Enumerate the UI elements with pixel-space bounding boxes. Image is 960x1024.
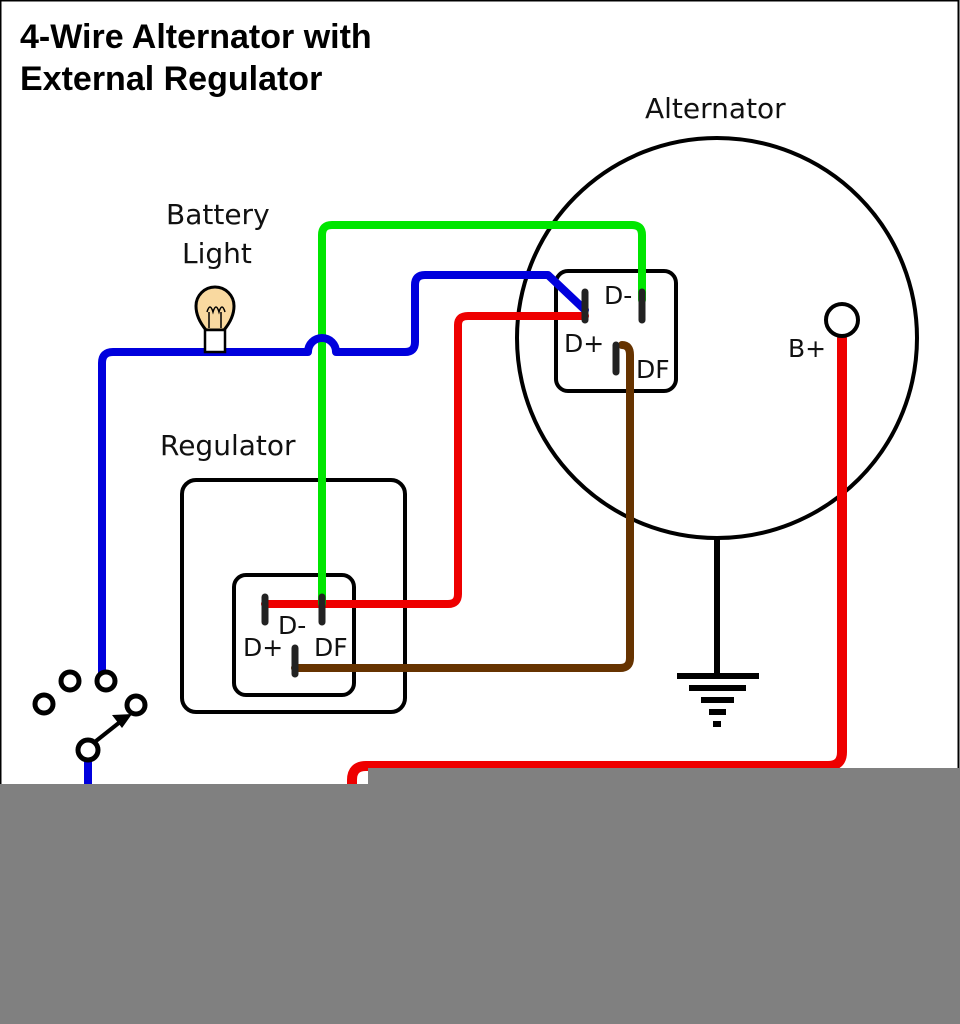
- alternator-d-minus-label: D-: [604, 281, 632, 310]
- alternator-label: Alternator: [645, 92, 786, 125]
- title-line-2: External Regulator: [20, 60, 322, 98]
- switch-contact-3: [94, 669, 118, 693]
- bulb-filament-icon: [206, 306, 226, 328]
- blue-wire: [98, 271, 589, 684]
- brown-wire: [291, 341, 634, 672]
- b-plus-wire: [347, 333, 847, 795]
- battery-light-label-line-1: Battery: [166, 198, 270, 231]
- switch-arrow-icon: [112, 714, 132, 728]
- ground-bar-5: [713, 721, 721, 727]
- ground-bar-1: [677, 673, 759, 679]
- bulb-base-icon: [203, 328, 227, 354]
- battery-light: Battery Light: [166, 198, 270, 354]
- regulator-pins: [261, 593, 326, 678]
- regulator-label: Regulator: [160, 429, 296, 462]
- occlusion-mask: [0, 784, 960, 1024]
- b-plus-terminal: [824, 302, 860, 338]
- switch-lever: [94, 720, 122, 743]
- switch-contact-4: [124, 693, 148, 717]
- ground-bar-3: [701, 697, 734, 703]
- ground-bar-4: [709, 709, 726, 715]
- regulator-body: [180, 478, 407, 714]
- ignition-switch: [32, 669, 148, 763]
- green-wire: [318, 221, 646, 608]
- regulator-d-plus-label: D+: [243, 633, 283, 662]
- red-wire: [261, 312, 589, 608]
- alternator-d-plus-label: D+: [564, 329, 604, 358]
- b-plus-label: B+: [788, 334, 826, 363]
- wires: [84, 221, 847, 795]
- alternator-df-label: DF: [636, 355, 670, 384]
- regulator-d-minus-label: D-: [278, 611, 306, 640]
- ground-bar-2: [689, 685, 746, 691]
- battery-light-label-line-2: Light: [182, 237, 252, 270]
- switch-pivot: [75, 737, 101, 763]
- alternator-pins: [581, 288, 646, 376]
- ground-symbol: [677, 538, 759, 727]
- switch-contact-1: [32, 692, 56, 716]
- switch-contact-2: [58, 669, 82, 693]
- title-line-1: 4-Wire Alternator with: [20, 18, 372, 56]
- regulator-df-label: DF: [314, 633, 348, 662]
